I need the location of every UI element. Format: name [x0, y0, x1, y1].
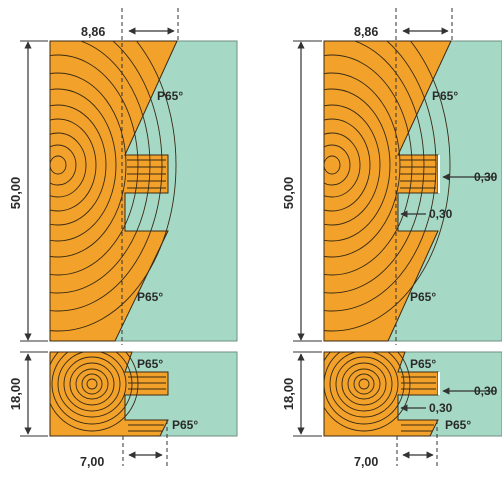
left-small-growth-rings: [50, 352, 166, 432]
right-large-wood-section: [324, 41, 451, 341]
left-angle-label-lower: P65°: [137, 290, 163, 304]
left-large-wood-section: [50, 41, 177, 341]
right-small-profile: [323, 351, 502, 437]
right-small-height-label: 18,00: [281, 378, 296, 411]
right-gap-label-upper: 0,30: [474, 170, 498, 184]
right-large-growth-rings: [324, 41, 451, 332]
left-small-angle-label-lower: P65°: [172, 418, 198, 432]
right-small-angle-label-upper: P65°: [410, 357, 436, 371]
left-small-profile: [49, 351, 238, 437]
right-angle-label-upper: P65°: [432, 89, 458, 103]
right-large-profile: [323, 40, 502, 342]
right-gap-label-lower: 0,30: [429, 207, 453, 221]
left-bottom-dimension-label: 7,00: [80, 455, 104, 469]
right-small-gap-label-upper: 0,30: [474, 384, 498, 398]
right-small-angle-label-lower: P65°: [445, 418, 471, 432]
left-top-dimension-label: 8,86: [81, 25, 105, 39]
left-dimensions: 8,86 50,00 18,00 7,00 P65° P65° P65° P65…: [8, 8, 198, 469]
right-height-label: 50,00: [281, 177, 296, 210]
left-small-height-label: 18,00: [8, 378, 23, 411]
right-small-gap-label-lower: 0,30: [429, 401, 453, 415]
left-large-growth-rings: [50, 41, 177, 332]
right-dimensions: 8,86 50,00 18,00 7,00 P65° P65° P65° P65…: [281, 8, 498, 469]
right-bottom-dimension-label: 7,00: [354, 455, 378, 469]
left-large-profile: [49, 40, 238, 342]
right-angle-label-lower: P65°: [410, 290, 436, 304]
left-height-label: 50,00: [8, 177, 23, 210]
right-small-growth-rings: [324, 352, 436, 432]
right-top-dimension-label: 8,86: [354, 25, 378, 39]
left-angle-label-upper: P65°: [157, 89, 183, 103]
left-small-angle-label-upper: P65°: [137, 357, 163, 371]
